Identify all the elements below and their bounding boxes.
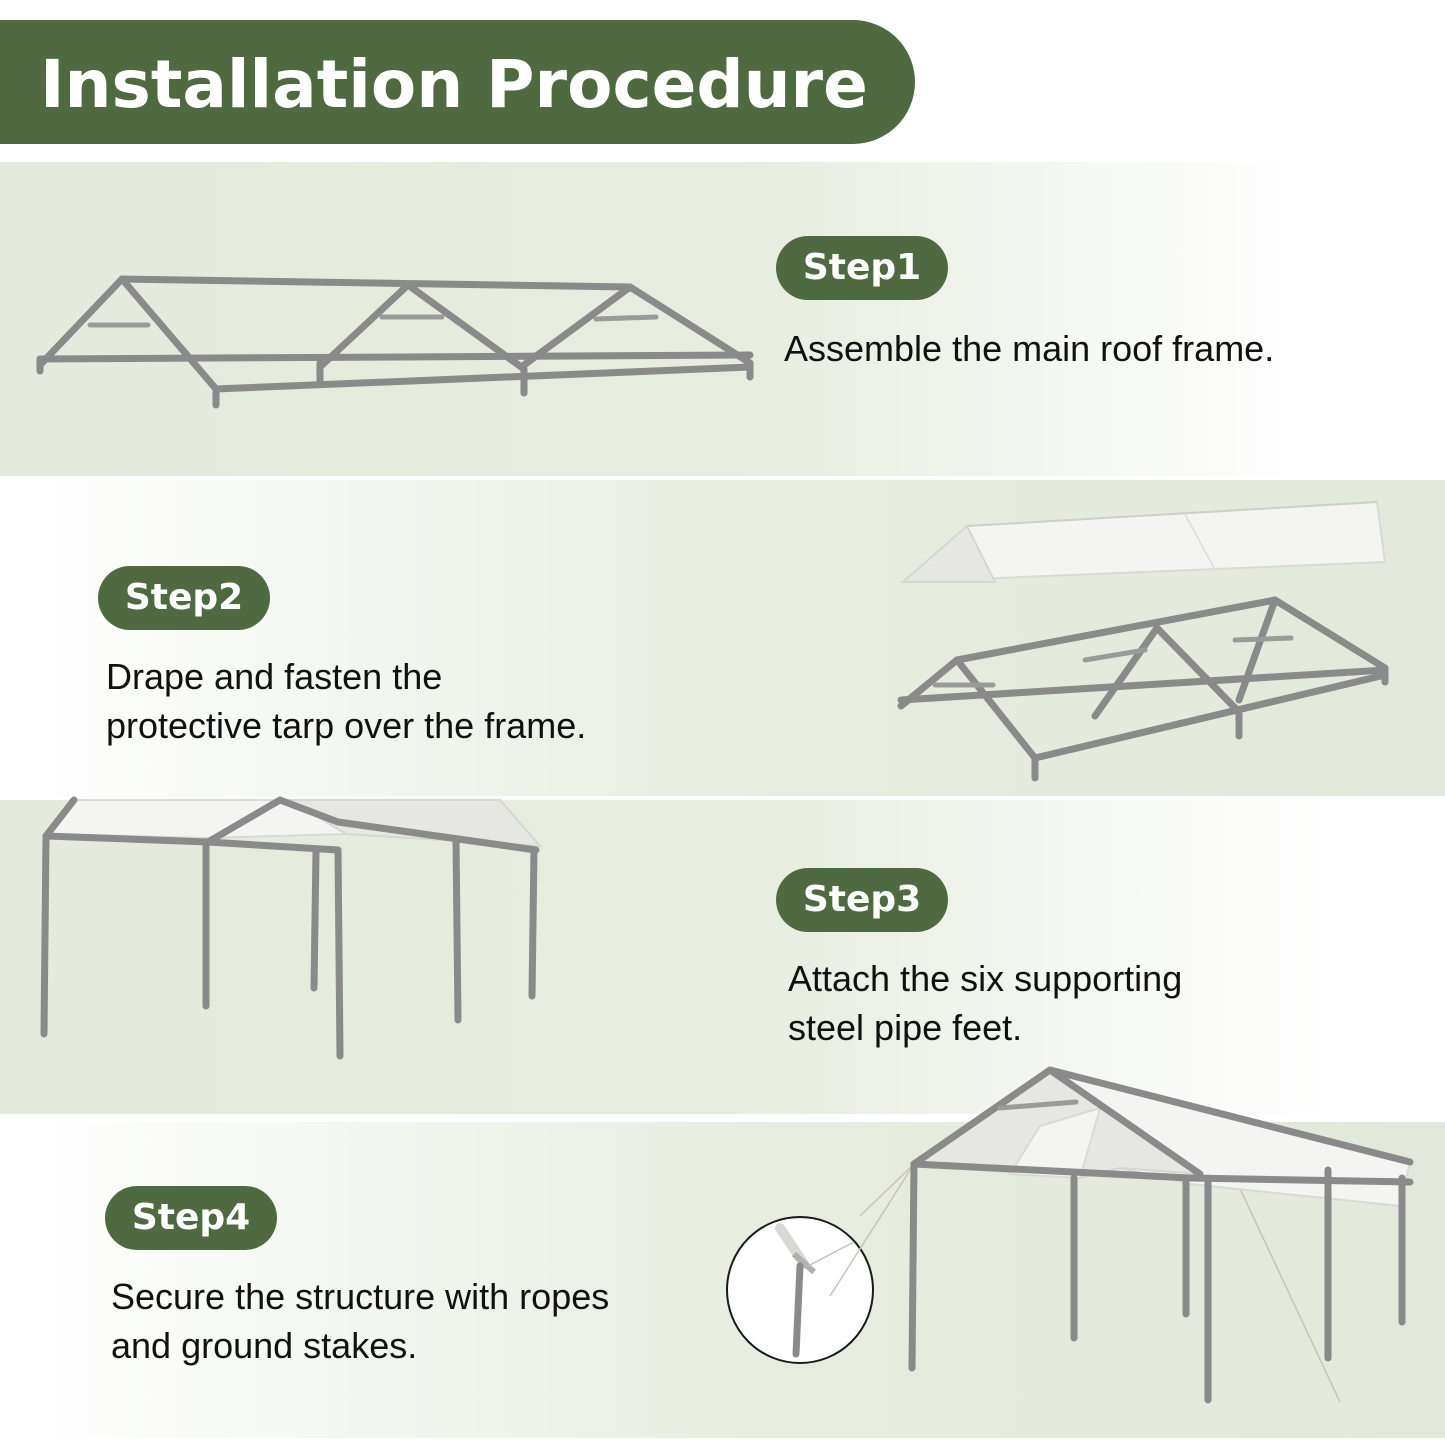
roof-frame-illustration (36, 275, 754, 409)
step2-description: Drape and fasten the protective tarp ove… (106, 652, 586, 750)
step1-description: Assemble the main roof frame. (784, 324, 1274, 373)
title-banner: Installation Procedure (0, 20, 915, 144)
step1-line-1: Assemble the main roof frame. (784, 328, 1275, 369)
step2-line-2: protective tarp over the frame. (106, 705, 587, 746)
step3-panel: Step3 Attach the six supporting steel pi… (0, 796, 1445, 1114)
step3-badge: Step3 (776, 868, 948, 932)
step4-badge: Step4 (105, 1186, 277, 1250)
step1-panel: Step1 Assemble the main roof frame. (0, 162, 1445, 476)
step3-description: Attach the six supporting steel pipe fee… (788, 954, 1182, 1052)
frame-with-legs-illustration (40, 796, 543, 1060)
step2-badge: Step2 (98, 566, 270, 630)
step4-panel: Step4 Secure the structure with ropes an… (0, 1066, 1445, 1438)
step3-line-1: Attach the six supporting (788, 958, 1183, 999)
step1-badge: Step1 (776, 236, 948, 300)
page-title: Installation Procedure (40, 46, 868, 123)
step4-line-2: and ground stakes. (111, 1325, 418, 1366)
step3-line-2: steel pipe feet. (788, 1007, 1023, 1048)
step2-line-1: Drape and fasten the (106, 656, 443, 697)
tarp-over-frame-illustration (897, 500, 1389, 782)
step2-panel: Step2 Drape and fasten the protective ta… (0, 480, 1445, 796)
carport-with-ropes-illustration (829, 1066, 1414, 1404)
step4-description: Secure the structure with ropes and grou… (111, 1272, 609, 1370)
step4-line-1: Secure the structure with ropes (111, 1276, 610, 1317)
stake-detail-illustration (726, 1216, 874, 1364)
